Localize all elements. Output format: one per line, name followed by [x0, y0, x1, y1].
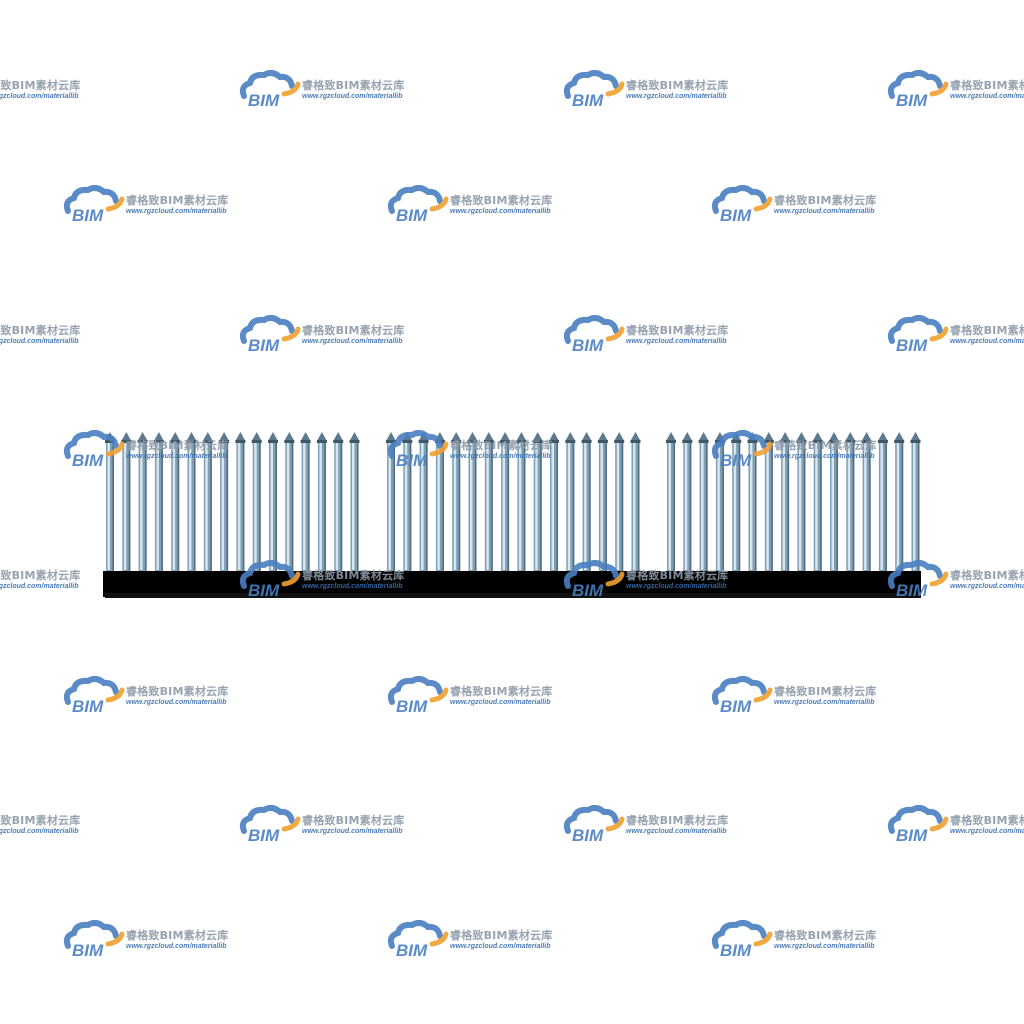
baluster	[121, 432, 132, 572]
baluster	[532, 432, 543, 572]
baluster	[251, 432, 262, 572]
baluster	[500, 432, 511, 572]
baluster	[516, 432, 527, 572]
baluster	[268, 432, 278, 572]
baluster	[845, 432, 856, 572]
baluster	[614, 432, 625, 572]
baluster	[219, 432, 230, 572]
baluster	[333, 432, 344, 572]
baluster	[349, 432, 360, 572]
baluster	[300, 432, 311, 572]
baluster	[829, 432, 839, 572]
baluster	[894, 432, 905, 572]
baluster	[565, 432, 576, 572]
baluster	[796, 432, 807, 572]
baluster	[861, 432, 872, 572]
baluster	[386, 432, 396, 572]
baluster	[153, 432, 164, 572]
baluster	[747, 432, 758, 572]
baluster	[284, 432, 295, 572]
baluster	[682, 432, 693, 572]
baluster	[666, 432, 676, 572]
baluster	[202, 432, 213, 572]
baluster	[137, 432, 148, 572]
baluster-group	[105, 432, 921, 572]
baluster	[714, 432, 725, 572]
baluster	[418, 432, 429, 572]
baluster	[402, 432, 413, 572]
baluster	[763, 432, 774, 572]
baluster	[186, 432, 197, 572]
baluster	[235, 432, 246, 572]
baluster	[549, 432, 559, 572]
baluster	[434, 432, 445, 572]
baluster	[581, 432, 592, 572]
baluster	[630, 432, 641, 572]
baluster	[812, 432, 823, 572]
baluster	[170, 432, 181, 572]
baluster	[731, 432, 742, 572]
baluster	[467, 432, 478, 572]
baluster	[105, 432, 115, 572]
baluster	[698, 432, 709, 572]
railing-base	[103, 571, 921, 597]
baluster	[316, 432, 327, 572]
baluster	[597, 432, 608, 572]
baluster	[483, 432, 494, 572]
baluster	[780, 432, 791, 572]
baluster	[451, 432, 462, 572]
baluster	[877, 432, 888, 572]
baluster	[910, 432, 921, 572]
railing-base-shadow	[105, 593, 921, 598]
